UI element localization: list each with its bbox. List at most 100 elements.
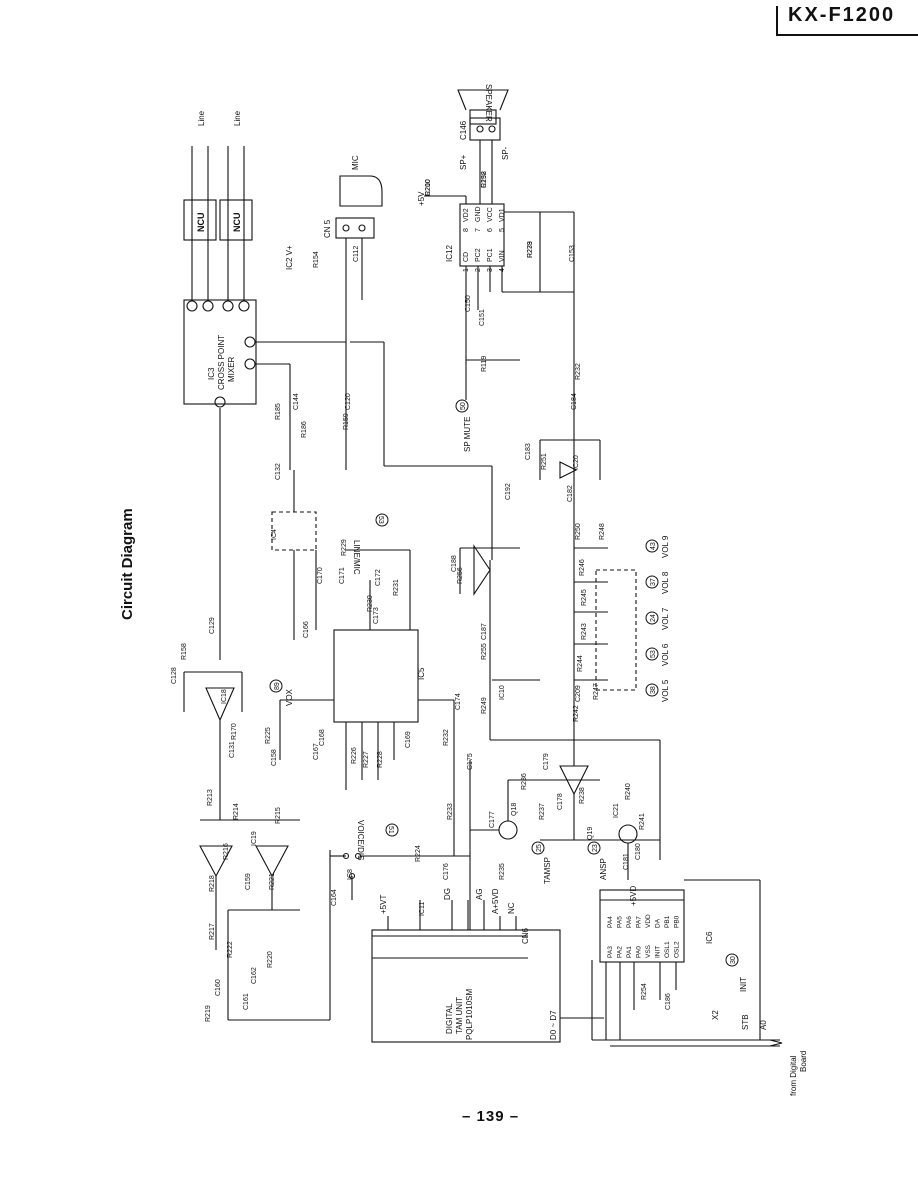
component-label: R158 [181,643,188,660]
ansp-pin: 23 [592,844,599,852]
plus5vt-label: +5VT [379,895,388,914]
voicedis-label: VOICE/DIS [356,820,365,860]
vol-label: VOL 5 [661,679,670,702]
ic3-label-2: CROSS POINT [217,335,226,390]
component-label: R256 [457,567,464,584]
c146-label: C146 [459,120,468,140]
plus5vd-label: +5VD [629,886,638,906]
component-label: C150 [465,295,472,312]
ncu-block-1 [183,199,217,241]
tam-label-3: PQLP1010SM [465,989,474,1040]
speaker-connector [469,117,501,141]
component-label: R228 [377,751,384,768]
component-label: R235 [499,863,506,880]
ic12-pin-name: VD2 [463,208,470,222]
component-label: R186 [301,421,308,438]
component-label: C158 [271,749,278,766]
model-number: KX-F1200 [788,4,896,26]
ic2v-label: IC2 V+ [285,245,294,270]
header-rule [776,34,918,36]
component-label: C166 [303,621,310,638]
speaker-symbol [457,89,509,125]
vox-label: VOX [285,688,294,706]
component-label: C188 [451,555,458,572]
ic6-label: IC6 [705,931,714,944]
component-label: R232 [443,729,450,746]
init-label: INIT [739,977,748,992]
sp-plus-label: SP+ [459,154,468,170]
vol-pin-circle [645,575,659,589]
ic6-pin-name: PA3 [607,946,614,958]
model-header: KX-F1200 [776,4,918,38]
component-label: R218 [209,875,216,892]
ic6-block [599,889,685,963]
component-label: R241 [639,813,646,830]
component-label: R200 [425,179,432,196]
ic12-pin-name: VD1 [499,208,506,222]
ic12-block [459,203,505,267]
ic12-pin-name: PC2 [475,248,482,262]
component-label: C159 [245,873,252,890]
ag-label: AG [475,888,484,900]
component-label: R238 [579,787,586,804]
cn5-connector [335,217,375,239]
vol-pin-circle [645,683,659,697]
ic12-pin-name: PC1 [487,248,494,262]
ic6-pin-name: PB1 [664,915,671,928]
voicedis-pin: 51 [387,826,394,834]
plus5v-label: +5V [417,191,426,206]
a5vd-label: A+5VD [491,888,500,914]
ncu-label-1: NCU [196,213,206,233]
linemic-label: LINE/MIC [352,540,361,575]
component-label: R247 [593,683,600,700]
speaker-label: SPEAKER [484,84,493,122]
ic6-pin-name: PA0 [636,946,643,958]
component-label: R217 [209,923,216,940]
ic12-pin-number: 1 [463,268,470,272]
component-label: C210 [425,179,432,196]
component-label: C179 [543,753,550,770]
ncu-label-2: NCU [232,213,242,233]
component-label: R229 [341,539,348,556]
ic3-label-3: MIXER [227,356,236,382]
ic6-pin-name: PA2 [617,946,624,958]
component-label: C175 [467,753,474,770]
component-label: R230 [367,595,374,612]
component-label: R159 [343,413,350,430]
ic12-pin-number: 3 [487,268,494,272]
component-label: IC19 [251,831,258,846]
component-label: C151 [479,309,486,326]
vol-label: VOL 7 [661,607,670,630]
init-pin: 30 [730,956,737,964]
d0d7-label: D0 ~ D7 [549,1010,558,1040]
dg-label: DG [443,888,452,900]
component-label: R233 [527,241,534,258]
ic6-pin-name: DA [655,918,662,928]
tam-unit-block [371,929,561,1043]
component-label: IC21 [613,803,620,818]
stb-label: STB [741,1014,750,1030]
component-label: C172 [375,569,382,586]
tam-label-1: DIGITAL [445,1003,454,1034]
tamsp-label: TAMSP [543,857,552,884]
component-label: R255 [481,643,488,660]
component-label: IC10 [499,685,506,700]
component-label: C129 [209,617,216,634]
component-label: R213 [207,789,214,806]
component-label: C181 [623,853,630,870]
component-label: C170 [317,567,324,584]
ic19a-opamp [199,845,233,878]
vol-pin-circle [645,647,659,661]
component-label: C178 [557,793,564,810]
sp-mute-label: SP MUTE [463,417,472,452]
component-label: C171 [339,567,346,584]
ic12-pin-name: GND [475,206,482,222]
linemic-pin: 53 [377,516,384,524]
vol-pin-number: 37 [650,578,657,586]
ic12-pin-number: 2 [475,268,482,272]
component-label: R221 [269,873,276,890]
ic6-pin-name: PA6 [626,916,633,928]
